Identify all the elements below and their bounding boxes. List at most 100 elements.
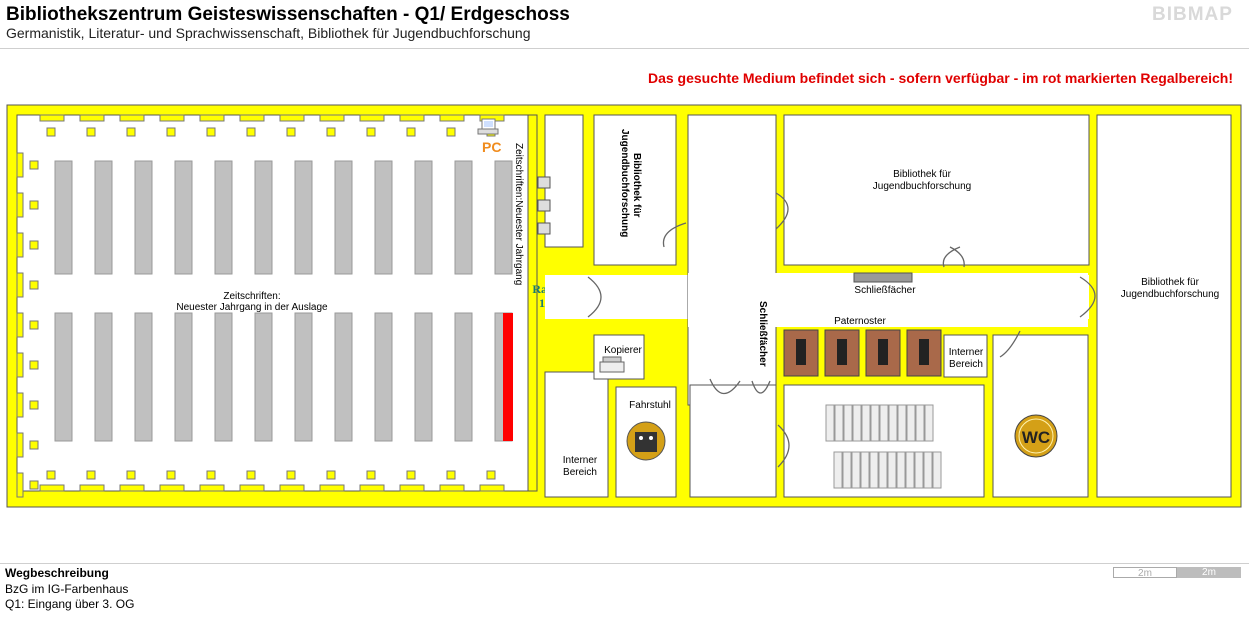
pillar	[16, 152, 24, 178]
pillar	[86, 470, 96, 480]
pillar	[366, 127, 376, 137]
pillar	[39, 484, 65, 492]
stair-step	[851, 451, 861, 489]
shelf-upper	[94, 160, 113, 275]
shelf-lower	[414, 312, 433, 442]
shelf-upper	[214, 160, 233, 275]
pillar	[126, 470, 136, 480]
pillar	[439, 114, 465, 122]
interner-right-label: Interner	[949, 347, 984, 358]
lockers-label: Schließfächer	[854, 285, 916, 296]
person-icon	[878, 339, 888, 365]
periodicals-label-2: Neuester Jahrgang in der Auslage	[176, 302, 328, 313]
wall-pillars-left	[16, 152, 39, 498]
pillar	[159, 114, 185, 122]
stair-step	[842, 451, 852, 489]
lockers-vertical-label: Schließfächer	[757, 301, 768, 367]
periodicals-label: Zeitschriften:	[223, 291, 280, 302]
elevator-icon	[626, 421, 666, 461]
pillar	[206, 470, 216, 480]
shelf-lower	[94, 312, 113, 442]
pillar	[166, 470, 176, 480]
pillar	[406, 470, 416, 480]
pillar	[16, 472, 24, 498]
pillar	[479, 484, 505, 492]
shelf-upper	[294, 160, 313, 275]
pillar	[29, 160, 39, 170]
pillar	[359, 484, 385, 492]
stair-step	[843, 404, 853, 442]
footer-divider	[0, 563, 1249, 564]
jugendbuch-right-label-2: Jugendbuchforschung	[1121, 289, 1219, 300]
jugendbuch-room-small	[593, 114, 677, 266]
directions-line-2: Q1: Eingang über 3. OG	[5, 597, 135, 611]
shelf-lower	[374, 312, 393, 442]
shelf-upper	[374, 160, 393, 275]
pillar	[86, 127, 96, 137]
wc-label: WC	[1022, 428, 1050, 447]
pillar	[279, 114, 305, 122]
floor-plan-map: PC Zeitschriften: Neuester Jahrgang in d…	[6, 104, 1242, 508]
directions-line-1: BzG im IG-Farbenhaus	[5, 582, 129, 596]
pillar	[29, 240, 39, 250]
pc-icon	[477, 118, 499, 135]
fahrstuhl-label: Fahrstuhl	[629, 400, 671, 411]
pillar	[159, 484, 185, 492]
person-icon	[919, 339, 929, 365]
stair-step	[887, 451, 897, 489]
shelf-upper	[54, 160, 73, 275]
pillar	[239, 484, 265, 492]
pillar	[399, 484, 425, 492]
pillar	[486, 470, 496, 480]
person-icon	[837, 339, 847, 365]
doors	[587, 192, 1096, 468]
highlighted-shelf[interactable]	[503, 313, 513, 441]
pillar	[16, 192, 24, 218]
shelf-upper	[174, 160, 193, 275]
shelf-rows	[54, 160, 513, 442]
jugendbuch-room-right	[1096, 114, 1232, 498]
stair-step	[834, 404, 844, 442]
pillar	[319, 484, 345, 492]
pillar	[79, 484, 105, 492]
stair-step	[932, 451, 942, 489]
pillar	[166, 127, 176, 137]
shelf-upper	[454, 160, 473, 275]
scale-segment-1: 2m	[1113, 567, 1177, 579]
pillar	[359, 114, 385, 122]
paternoster-label: Paternoster	[834, 316, 886, 327]
pillar	[46, 470, 56, 480]
periodicals-vertical-label: Zeitschriften:Neuester Jahrgang	[513, 143, 524, 285]
stair-step	[914, 451, 924, 489]
pillar	[16, 272, 24, 298]
header-divider	[0, 48, 1249, 49]
pillar	[119, 484, 145, 492]
wall-pillars-top	[39, 114, 505, 137]
shelf-upper	[254, 160, 273, 275]
jugendbuch-vertical-label-2: Jugendbuchforschung	[619, 129, 630, 237]
jugendbuch-right-label: Bibliothek für	[1141, 277, 1199, 288]
person-icon	[796, 339, 806, 365]
stair-step	[897, 404, 907, 442]
shelf-lower	[254, 312, 273, 442]
pillar	[239, 114, 265, 122]
staircase	[825, 404, 942, 489]
jugendbuch-center-label-2: Jugendbuchforschung	[873, 181, 971, 192]
pillar	[246, 127, 256, 137]
pillar	[29, 440, 39, 450]
stair-step	[915, 404, 925, 442]
pillar	[279, 484, 305, 492]
stair-step	[861, 404, 871, 442]
pillar	[29, 320, 39, 330]
pillar	[119, 114, 145, 122]
copier-icon	[599, 356, 625, 373]
pillar	[199, 114, 225, 122]
bibmap-logo: BIBMAP	[1152, 4, 1233, 25]
pillar	[16, 312, 24, 338]
shelf-upper	[134, 160, 153, 275]
scale-bar: 2m 2m	[1113, 567, 1241, 579]
pillar	[16, 432, 24, 458]
interner-left-label: Interner	[563, 455, 598, 466]
jugendbuch-room-center	[783, 114, 1090, 266]
wall-pillars-bottom	[39, 470, 505, 492]
